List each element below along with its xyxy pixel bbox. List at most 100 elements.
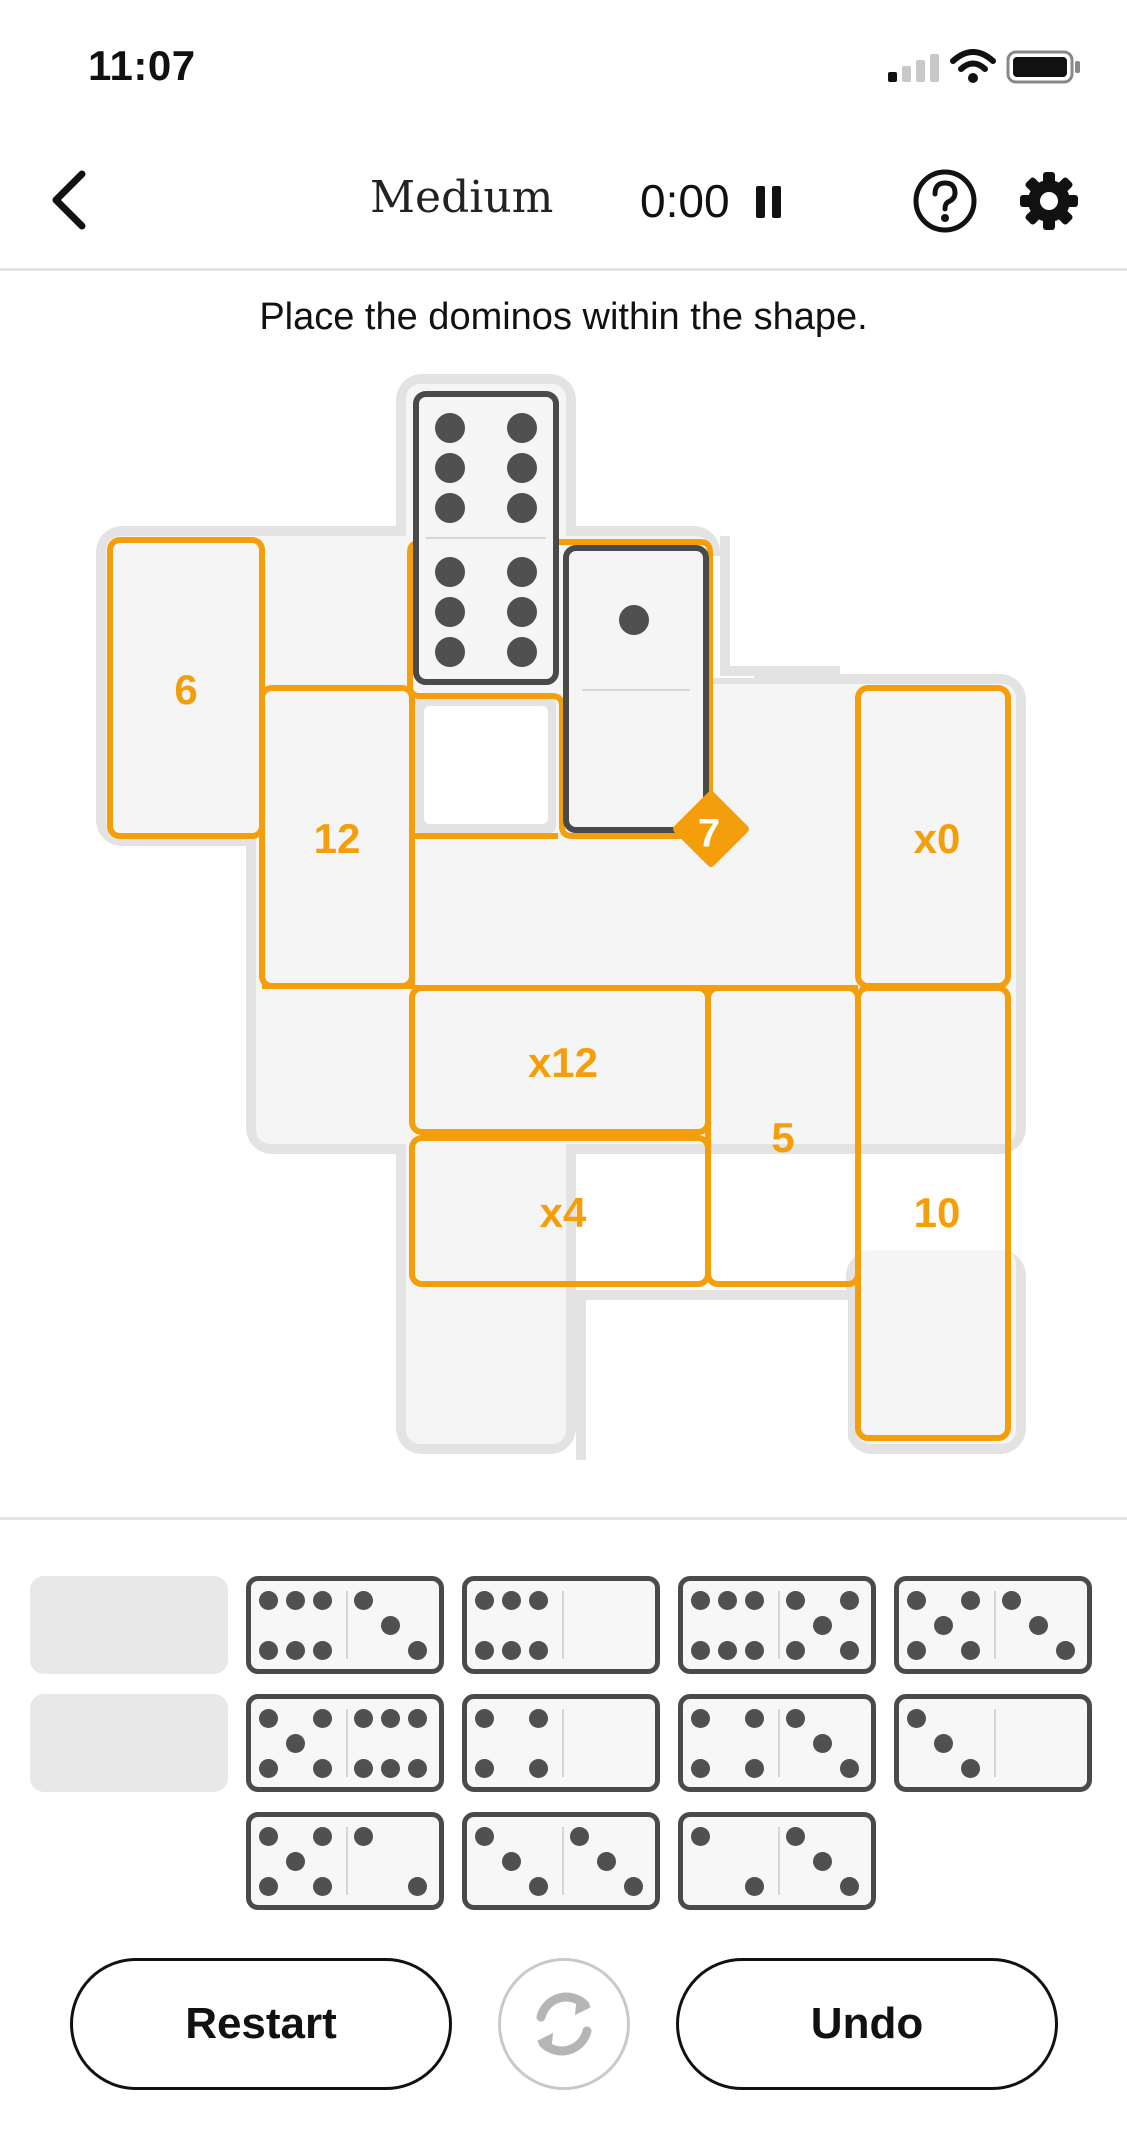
region-x4 [409,1135,711,1287]
pip [313,1827,332,1846]
tray-domino[interactable] [678,1812,876,1910]
region-7 [407,539,713,839]
pip [502,1852,521,1871]
pip [718,1591,737,1610]
region-label-x12: x12 [528,1039,598,1086]
region-label-5: 5 [771,1114,794,1161]
pip [354,1759,373,1778]
pip [502,1591,521,1610]
pip [408,1709,427,1728]
pip [313,1877,332,1896]
pip [813,1616,832,1635]
pip [1029,1616,1048,1635]
restart-button[interactable]: Restart [70,1958,452,2090]
placed-domino-6-6 [413,391,559,685]
pip [745,1709,764,1728]
tray-domino[interactable] [894,1694,1092,1792]
pip [313,1591,332,1610]
region-label-x4: x4 [540,1189,587,1236]
pip [813,1852,832,1871]
tray-empty-slot [30,1576,228,1674]
timer: 0:00 [640,175,730,227]
pip [354,1709,373,1728]
pip [745,1591,764,1610]
rotate-button[interactable] [498,1958,630,2090]
region-label-10: 10 [914,1189,961,1236]
tray-domino[interactable] [678,1576,876,1674]
tray-domino[interactable] [678,1694,876,1792]
header-divider [0,268,1127,271]
back-chevron-icon[interactable] [46,168,92,232]
pip [408,1877,427,1896]
pip [381,1616,400,1635]
pip [840,1759,859,1778]
pip [475,1591,494,1610]
pip [691,1591,710,1610]
pip [813,1734,832,1753]
tray-domino[interactable] [894,1576,1092,1674]
instruction-text: Place the dominos within the shape. [259,296,868,338]
pip [381,1709,400,1728]
status-time: 11:07 [88,42,196,89]
help-icon[interactable] [912,168,978,234]
tray-domino[interactable] [246,1576,444,1674]
hint-badge-label: 7 [698,812,720,856]
pip [745,1641,764,1660]
placed-domino-1-0 [563,545,709,833]
rotate-icon [536,1992,592,2056]
gear-icon[interactable] [1016,168,1082,234]
hint-badge-7: 7 [673,791,749,867]
region-10 [855,985,1011,1441]
pip [259,1591,278,1610]
pip [259,1709,278,1728]
pip [934,1734,953,1753]
pip [313,1641,332,1660]
pip [840,1641,859,1660]
pip [313,1709,332,1728]
pip [529,1709,548,1728]
region-6 [107,537,265,839]
pip [786,1827,805,1846]
pip [907,1641,926,1660]
pip [381,1759,400,1778]
pip [475,1641,494,1660]
pip [786,1641,805,1660]
pip [786,1591,805,1610]
pip [529,1759,548,1778]
pip [745,1759,764,1778]
pip [529,1641,548,1660]
regions [107,537,1011,1441]
pip [624,1877,643,1896]
pip [259,1877,278,1896]
tray-domino[interactable] [462,1694,660,1792]
pip [718,1641,737,1660]
pip [475,1759,494,1778]
tray-divider [0,1517,1127,1520]
pip [475,1709,494,1728]
tray-domino[interactable] [462,1812,660,1910]
pip [313,1759,332,1778]
empty-cell [424,706,548,824]
tray-domino[interactable] [462,1576,660,1674]
difficulty-title: Medium [370,172,554,223]
tray-domino[interactable] [246,1812,444,1910]
pause-icon[interactable] [754,184,784,220]
pip [961,1759,980,1778]
puzzle-board: 6 12 x0 x12 5 x4 10 7 [96,374,1026,1460]
pip [529,1877,548,1896]
tray-domino[interactable] [246,1694,444,1792]
pip [691,1759,710,1778]
pip [1002,1591,1021,1610]
pip [907,1591,926,1610]
wifi-icon [950,49,996,83]
pip [354,1827,373,1846]
signal-icon [888,54,939,82]
pip [259,1759,278,1778]
pip [961,1591,980,1610]
pip [570,1827,589,1846]
pip [286,1734,305,1753]
undo-button[interactable]: Undo [676,1958,1058,2090]
pip [1056,1641,1075,1660]
pip [691,1709,710,1728]
battery-icon [1006,50,1080,84]
